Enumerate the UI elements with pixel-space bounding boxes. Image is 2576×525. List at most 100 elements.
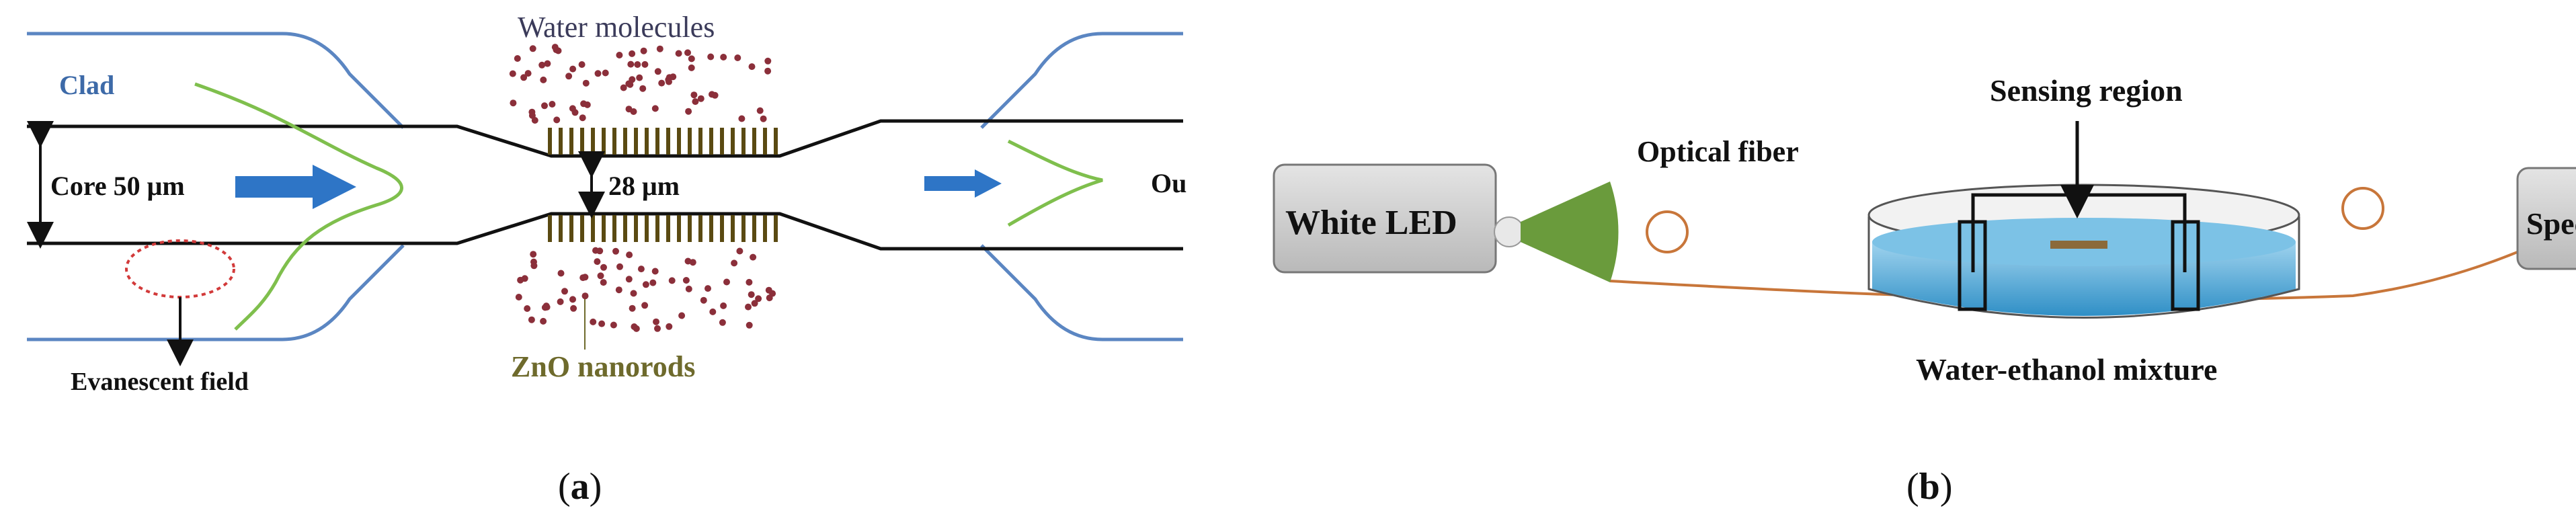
coupling-horn	[1521, 181, 1619, 282]
water-molecule-dot	[531, 117, 538, 124]
nanorod	[612, 128, 616, 155]
output-wave-curve	[1007, 139, 1103, 227]
water-molecule-dot	[637, 266, 645, 273]
water-molecule-dot	[636, 74, 643, 81]
water-molecule-dot	[517, 276, 524, 284]
water-molecule-dot	[594, 258, 601, 266]
water-molecule-dot	[738, 115, 746, 122]
core-label: Core 50 μm	[50, 171, 185, 201]
water-molecule-dot	[620, 84, 627, 91]
evanescent-label: Evanescent field	[71, 368, 249, 396]
water-molecule-dot	[530, 262, 538, 270]
water-molecule-dot	[600, 279, 607, 286]
water-molecule-dot	[626, 251, 633, 259]
water-molecule-dot	[641, 302, 649, 309]
sensing-region-segment	[2050, 241, 2107, 249]
clad-label: Clad	[59, 70, 114, 100]
water-molecule-dot	[690, 91, 698, 99]
led-lens	[1494, 216, 1525, 247]
water-molecule-dot	[514, 55, 521, 62]
water-molecule-dot	[612, 247, 619, 255]
nanorod	[774, 215, 778, 242]
nanorod	[741, 215, 746, 242]
core-outline	[27, 119, 1183, 251]
nanorod	[709, 215, 713, 242]
water-molecule-dot	[551, 44, 559, 51]
nanorod	[752, 128, 756, 155]
water-molecule-dot	[625, 276, 633, 283]
water-molecule-dot	[658, 79, 666, 87]
nanorod	[580, 128, 584, 155]
water-molecule-dot	[538, 61, 546, 69]
water-molecule-dot	[590, 318, 597, 325]
water-molecule-dot	[700, 296, 707, 304]
nanorod	[548, 215, 552, 242]
nanorod	[720, 128, 724, 155]
sensing-region-label: Sensing region	[1990, 73, 2183, 108]
water-molecule-dot	[529, 45, 536, 52]
water-molecule-dot	[678, 312, 686, 319]
fiber-loop-right	[2341, 187, 2384, 230]
water-molecule-dot	[675, 50, 682, 57]
nanorod	[688, 215, 692, 242]
water-molecule-dot	[627, 60, 635, 68]
water-molecule-dot	[594, 70, 602, 77]
nanorod	[752, 215, 756, 242]
water-molecule-dot	[748, 291, 755, 298]
water-molecule-dot	[755, 295, 762, 302]
optical-fiber-label: Optical fiber	[1637, 135, 1799, 168]
water-molecule-dot	[629, 76, 636, 83]
water-molecule-dot	[581, 292, 589, 300]
water-molecule-dot	[569, 296, 576, 303]
caption-b: (b)	[1906, 466, 1952, 508]
evanescent-wave-curve	[194, 82, 403, 331]
water-molecule-dot	[734, 54, 741, 61]
water-molecule-dot	[656, 45, 663, 52]
nanorod	[677, 128, 681, 155]
water-molecule-dot	[510, 99, 517, 107]
nanorod	[559, 215, 563, 242]
nanorod	[698, 215, 702, 242]
water-molecule-dot	[630, 108, 637, 115]
panel-a: Clad Core 50 μm Evanescent field 28 μm W…	[27, 11, 1186, 508]
water-label: Water molecules	[518, 11, 715, 44]
water-molecule-dot	[684, 49, 691, 56]
nanorod	[569, 215, 573, 242]
water-molecule-dot	[520, 74, 528, 81]
water-molecule-dot	[707, 53, 715, 60]
water-molecule-dot	[651, 105, 659, 112]
water-molecule-dot	[641, 60, 649, 68]
nanorod	[569, 128, 573, 155]
nanorod	[655, 215, 659, 242]
water-molecule-dot	[654, 325, 661, 332]
water-molecule-dot	[720, 54, 727, 60]
water-molecule-dot	[509, 70, 516, 77]
water-molecule-dot	[528, 316, 535, 323]
water-molecule-dot	[515, 294, 522, 300]
nanorod	[591, 215, 595, 242]
nanorod	[612, 215, 616, 242]
nanorod	[741, 128, 746, 155]
nanorod	[698, 128, 702, 155]
nanorods-bottom	[548, 215, 778, 242]
water-molecule-dot	[756, 107, 764, 114]
nanorod	[720, 215, 724, 242]
water-molecule-dot	[616, 52, 623, 58]
water-molecule-dot	[751, 300, 758, 307]
water-molecule-dot	[580, 100, 588, 108]
water-molecule-dot	[651, 268, 659, 275]
white-led-box	[1273, 163, 1497, 274]
water-molecule-dot	[688, 55, 695, 63]
nanorod	[731, 128, 735, 155]
water-molecule-dot	[765, 286, 772, 294]
water-molecule-dot	[616, 263, 623, 270]
water-molecule-dot	[649, 279, 657, 286]
water-molecule-dot	[709, 91, 715, 98]
nanorod	[688, 128, 692, 155]
zno-label: ZnO nanorods	[511, 350, 695, 383]
water-molecule-dot	[615, 286, 622, 294]
water-molecule-dot	[530, 251, 537, 258]
water-molecule-dot	[685, 108, 692, 115]
water-molecule-dot	[709, 308, 717, 315]
